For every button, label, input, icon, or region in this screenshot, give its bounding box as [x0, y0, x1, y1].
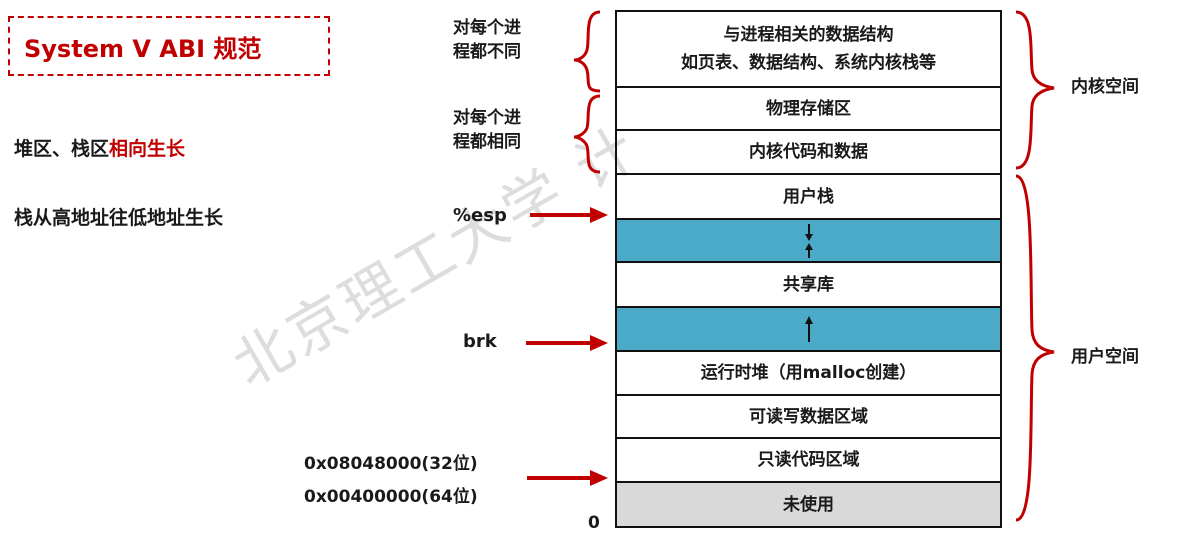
label-per-process-different: 对每个进 程都不同 [453, 16, 521, 64]
segment-heap: 运行时堆（用malloc创建） [617, 352, 1000, 396]
title-text: System V ABI 规范 [24, 34, 262, 63]
segment-gap-heap [617, 308, 1000, 352]
left-brace-per-process-same-icon [573, 94, 601, 174]
memory-layout-stack: 与进程相关的数据结构 如页表、数据结构、系统内核栈等 物理存储区 内核代码和数据… [615, 10, 1002, 528]
segment-user-stack-label: 用户栈 [783, 186, 834, 207]
note-growth: 堆区、栈区相向生长 [14, 134, 185, 161]
title-box: System V ABI 规范 [8, 16, 330, 76]
label-address-32bit: 0x08048000(32位) [304, 454, 478, 474]
segment-physical-memory-label: 物理存储区 [766, 98, 851, 119]
segment-physical-memory: 物理存储区 [617, 88, 1000, 131]
segment-kernel-code-label: 内核代码和数据 [749, 142, 868, 162]
right-brace-user-space-icon [1015, 174, 1055, 522]
label-esp: %esp [453, 205, 507, 226]
esp-pointer-arrow-icon [530, 207, 608, 223]
text-start-pointer-arrow-icon [527, 470, 608, 486]
segment-unused: 未使用 [617, 483, 1000, 526]
label-per-process-same-line1: 对每个进 [453, 108, 521, 128]
label-kernel-space: 内核空间 [1071, 77, 1139, 97]
note-growth-prefix: 堆区、栈区 [14, 138, 110, 160]
label-per-process-same: 对每个进 程都相同 [453, 106, 521, 154]
segment-user-stack: 用户栈 [617, 175, 1000, 220]
heap-grow-up-arrow-icon [804, 316, 813, 342]
stack-heap-opposing-arrows-icon [804, 223, 813, 258]
brk-pointer-arrow-icon [526, 335, 608, 351]
label-brk: brk [463, 331, 497, 352]
label-per-process-different-line2: 程都不同 [453, 42, 521, 62]
segment-unused-label: 未使用 [783, 494, 834, 515]
label-user-space: 用户空间 [1071, 347, 1139, 367]
segment-ro-code: 只读代码区域 [617, 439, 1000, 483]
label-address-64bit: 0x00400000(64位) [304, 487, 478, 507]
segment-rw-data: 可读写数据区域 [617, 396, 1000, 439]
segment-ro-code-label: 只读代码区域 [757, 450, 860, 470]
label-per-process-same-line2: 程都相同 [453, 132, 521, 152]
segment-kernel-code: 内核代码和数据 [617, 131, 1000, 175]
right-brace-kernel-space-icon [1015, 10, 1055, 170]
segment-kernel-process-data: 与进程相关的数据结构 如页表、数据结构、系统内核栈等 [617, 12, 1000, 88]
segment-rw-data-label: 可读写数据区域 [749, 406, 868, 427]
segment-heap-label: 运行时堆（用malloc创建） [700, 363, 917, 383]
label-address-zero: 0 [588, 513, 600, 533]
segment-shared-libs: 共享库 [617, 263, 1000, 308]
segment-kernel-process-data-line1: 与进程相关的数据结构 [723, 25, 894, 45]
segment-gap-stack [617, 220, 1000, 263]
segment-shared-libs-label: 共享库 [783, 274, 834, 295]
label-per-process-different-line1: 对每个进 [453, 18, 521, 38]
note-growth-highlight: 相向生长 [109, 138, 186, 160]
note-stack-direction: 栈从高地址往低地址生长 [14, 207, 224, 229]
segment-kernel-process-data-line2: 如页表、数据结构、系统内核栈等 [681, 53, 936, 73]
left-brace-per-process-different-icon [573, 10, 601, 93]
